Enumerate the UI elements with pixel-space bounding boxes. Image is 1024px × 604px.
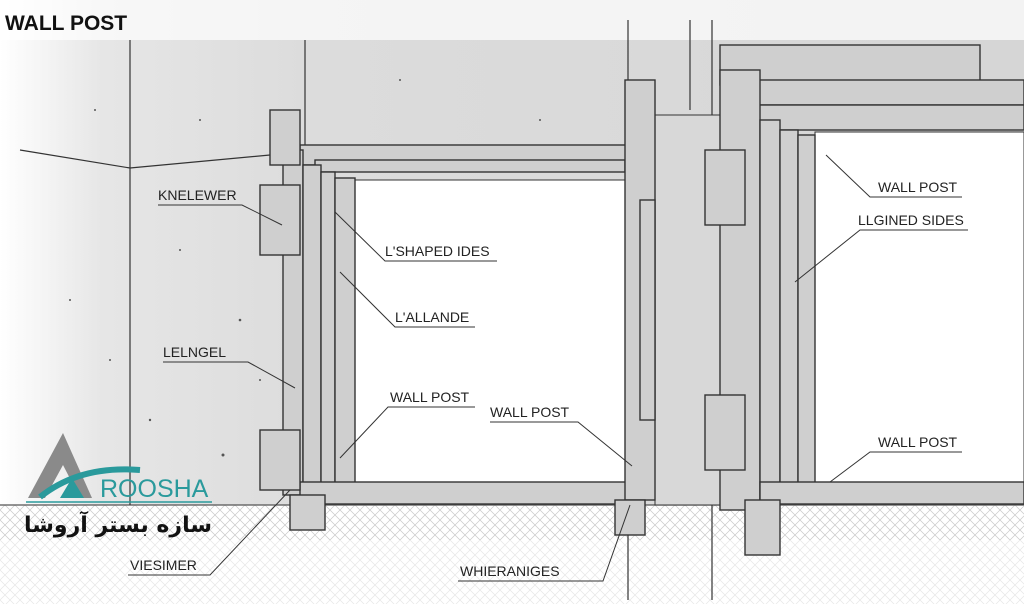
label-wall-post: WALL POST — [490, 404, 570, 420]
callout-lallande: L'ALLANDE — [339, 271, 475, 328]
label-wall-post: WALL POST — [390, 389, 470, 405]
callout-knelewer: KNELEWER — [158, 187, 283, 226]
callout-llgined-sides: LLGINED SIDES — [794, 212, 968, 283]
label-wall-post: WALL POST — [878, 179, 958, 195]
label-viesimer: VIESIMER — [130, 557, 197, 573]
right-frame — [704, 44, 1024, 556]
logo-brand: ROOSHA — [100, 475, 209, 503]
roosha-logo: ROOSHA سازه بستر آروشا — [24, 433, 212, 538]
callout-wall-post-right-bottom: WALL POST — [829, 434, 962, 483]
diagram-title: WALL POST — [5, 12, 127, 35]
callout-whieraniges: WHIERANIGES — [458, 504, 631, 582]
opening-right — [814, 131, 1024, 485]
callout-lshaped-ides: L'SHAPED IDES — [334, 211, 497, 262]
label-llgined-sides: LLGINED SIDES — [858, 212, 964, 228]
callout-viesimer: VIESIMER — [128, 489, 291, 576]
label-lelngel: LELNGEL — [163, 344, 226, 360]
callout-lelngel: LELNGEL — [163, 344, 296, 389]
callout-wall-post-center-left: WALL POST — [339, 389, 475, 459]
concrete-speckles — [69, 79, 541, 457]
label-lshaped-ides: L'SHAPED IDES — [385, 243, 490, 259]
label-wall-post: WALL POST — [878, 434, 958, 450]
callout-wall-post-right-top: WALL POST — [825, 154, 962, 198]
logo-persian: سازه بستر آروشا — [24, 510, 212, 538]
label-lallande: L'ALLANDE — [395, 309, 469, 325]
label-whieraniges: WHIERANIGES — [460, 563, 560, 579]
callout-wall-post-center: WALL POST — [490, 404, 633, 467]
left-frame — [259, 79, 656, 536]
label-knelewer: KNELEWER — [158, 187, 237, 203]
opening-left — [354, 179, 626, 483]
